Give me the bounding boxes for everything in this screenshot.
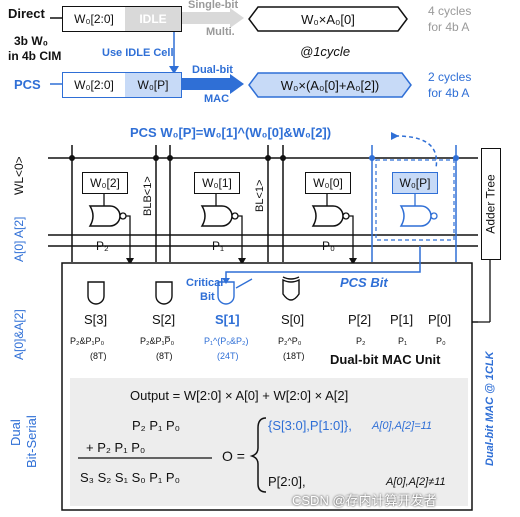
- use-idle-label: Use IDLE Cell: [102, 47, 174, 59]
- pcs-cycles-2: for 4b A: [428, 86, 470, 100]
- at-1cycle-label: @1cycle: [300, 44, 351, 59]
- multi-label: Multi.: [206, 26, 235, 38]
- cim-label-1: 3b W₀: [14, 34, 49, 48]
- critical-label-1: Critical: [186, 277, 224, 289]
- p2-sub: P₂: [356, 336, 366, 346]
- s0-expr: P₂^P₀: [278, 336, 302, 346]
- dual-label: Dual: [8, 419, 23, 446]
- cell-w0-0: W₀[0]: [305, 172, 351, 194]
- p1-label: P₁: [212, 239, 225, 253]
- mac-label: MAC: [204, 93, 230, 105]
- s3-expr: P₂&P₁P₀: [70, 336, 105, 346]
- s0-label: S[0]: [281, 312, 305, 327]
- single-bit-label: Single-bit: [188, 0, 239, 11]
- sum-row-3: S₃ S₂ S₁ S₀ P₁ P₀: [80, 470, 180, 485]
- s1-size: (24T): [217, 351, 239, 361]
- s1-label: S[1]: [215, 312, 240, 327]
- s2-size: (8T): [156, 351, 173, 361]
- case-2: P[2:0],: [268, 474, 306, 489]
- case-2-cond: A[0],A[2]≠11: [386, 476, 446, 488]
- wl-label: WL<0>: [12, 156, 26, 195]
- direct-weight-box: W₀[2:0] IDLE: [62, 6, 182, 32]
- direct-op: W₀×A₀[0]: [301, 11, 355, 27]
- dual-bit-mac-1clk-label: Dual-bit MAC @ 1CLK: [484, 351, 496, 466]
- s2-expr: P₂&P₁P̅₀: [140, 336, 175, 346]
- pcs-op: W₀×(A₀[0]+A₀[2]): [280, 77, 380, 93]
- dual-bit-label: Dual-bit: [192, 64, 233, 76]
- bl-label: BL<1>: [254, 179, 266, 212]
- pcs-parity-cell: W₀[P]: [125, 73, 181, 97]
- p0-sub: P₀: [436, 336, 446, 346]
- pcs-equation: PCS W₀[P]=W₀[1]^(W₀[0]&W₀[2]): [130, 125, 332, 140]
- direct-weight: W₀[2:0]: [74, 12, 114, 26]
- p2-label: P₂: [96, 239, 109, 253]
- cell-w0-2: W₀[2]: [82, 172, 128, 194]
- adder-tree-label: Adder Tree: [484, 174, 498, 234]
- s3-size: (8T): [90, 351, 107, 361]
- o-equals: O =: [222, 448, 245, 464]
- case-1: {S[3:0],P[1:0]},: [268, 418, 352, 433]
- case-1-cond: A[0],A[2]=11: [372, 420, 433, 432]
- idle-cell: IDLE: [125, 7, 181, 31]
- blb-label: BLB<1>: [142, 176, 154, 216]
- cell-w0-p: W₀[P]: [392, 172, 438, 194]
- a0-and-a2-label: A[0]&A[2]: [12, 309, 26, 360]
- p2-out-label: P[2]: [348, 312, 372, 327]
- p1-out-label: P[1]: [390, 312, 414, 327]
- p1-sub: P₁: [398, 336, 408, 346]
- s0-size: (18T): [283, 351, 305, 361]
- p0-out-label: P[0]: [428, 312, 452, 327]
- s3-label: S[3]: [84, 312, 108, 327]
- s2-label: S[2]: [152, 312, 176, 327]
- pcs-op-box: W₀×(A₀[0]+A₀[2]): [248, 72, 412, 98]
- pcs-label: PCS: [14, 77, 41, 92]
- sum-row-1: P₂ P₁ P₀: [132, 418, 181, 433]
- watermark: CSDN @存内计算开发者: [292, 493, 437, 508]
- adder-tree-box: Adder Tree: [481, 148, 501, 260]
- p0-label: P₀: [322, 239, 335, 253]
- pcs-weight-box: W₀[2:0] W₀[P]: [62, 72, 182, 98]
- pcs-weight: W₀[2:0]: [74, 78, 114, 92]
- s1-expr: P₁^(P₀&P₂): [204, 336, 249, 346]
- direct-op-box: W₀×A₀[0]: [248, 6, 408, 32]
- a0a2-label: A[0] A[2]: [12, 216, 26, 262]
- pcs-bit-label: PCS Bit: [340, 275, 388, 290]
- direct-label: Direct: [8, 6, 45, 21]
- cell-w0-1: W₀[1]: [194, 172, 240, 194]
- bit-serial-label: Bit-Serial: [24, 415, 39, 468]
- sum-row-2: + P₂ P₁ P₀: [86, 440, 146, 455]
- output-formula: Output = W[2:0] × A[0] + W[2:0] × A[2]: [130, 388, 349, 403]
- mac-unit-title: Dual-bit MAC Unit: [330, 352, 441, 367]
- cim-label-2: in 4b CIM: [8, 49, 62, 63]
- direct-cycles-1: 4 cycles: [428, 4, 472, 18]
- critical-label-2: Bit: [200, 291, 215, 303]
- direct-cycles-2: for 4b A: [428, 20, 470, 34]
- pcs-cycles-1: 2 cycles: [428, 70, 472, 84]
